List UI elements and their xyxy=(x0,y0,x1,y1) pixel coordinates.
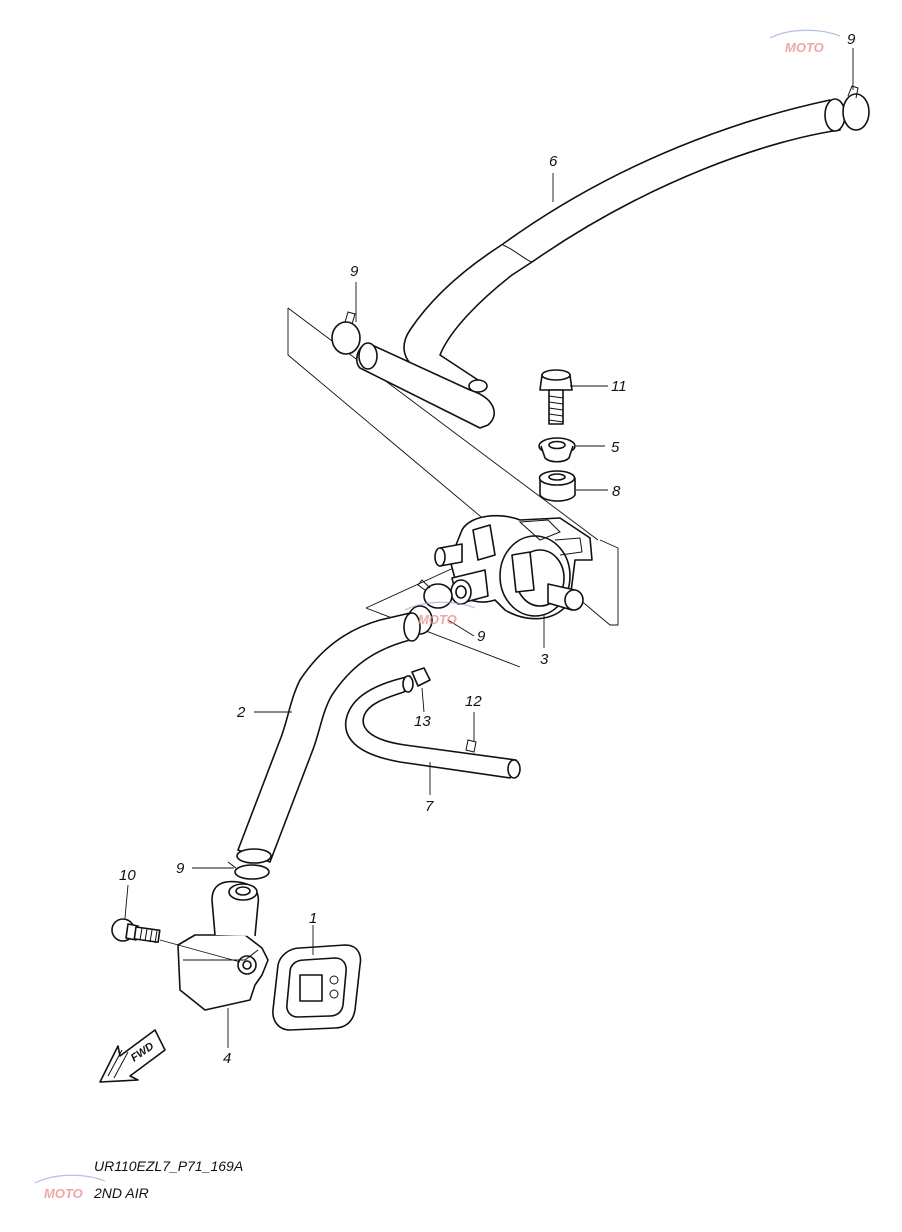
gasket-1 xyxy=(272,944,362,1031)
clamp-9-mid xyxy=(331,311,361,355)
callout-9: 9 xyxy=(176,860,185,877)
collar-5 xyxy=(538,437,576,463)
watermark-top: MOTO xyxy=(769,29,841,55)
clip-12 xyxy=(465,739,477,753)
figure-title: 2ND AIR xyxy=(93,1185,149,1201)
callout-9: 9 xyxy=(350,263,359,280)
watermark-text: MOTO xyxy=(44,1186,83,1201)
callout-8: 8 xyxy=(612,483,621,500)
fwd-arrow-icon: FWD xyxy=(99,1029,166,1083)
bolt-11 xyxy=(539,369,573,425)
hose-6-end xyxy=(824,98,846,132)
hose-6 xyxy=(356,98,846,429)
watermark-text: MOTO xyxy=(418,612,457,627)
hose-2 xyxy=(236,612,421,864)
leader-lines xyxy=(124,48,854,1048)
watermark-text: MOTO xyxy=(785,40,824,55)
hose-7 xyxy=(344,675,521,779)
callout-13: 13 xyxy=(414,713,431,730)
callout-3: 3 xyxy=(540,651,549,668)
callout-7: 7 xyxy=(425,798,434,815)
clamp-9-top xyxy=(842,85,870,131)
callout-6: 6 xyxy=(549,153,558,170)
watermark-middle: MOTO xyxy=(404,601,476,627)
callout-10: 10 xyxy=(119,867,136,884)
bolt-10 xyxy=(111,918,161,944)
callout-9: 9 xyxy=(477,628,486,645)
callout-1: 1 xyxy=(309,910,317,927)
callout-9: 9 xyxy=(847,31,856,48)
figure-caption: UR110EZL7_P71_169A 2ND AIR xyxy=(93,1158,243,1201)
callout-5: 5 xyxy=(611,439,620,456)
callout-11: 11 xyxy=(611,378,627,395)
clip-13 xyxy=(411,667,431,687)
watermark-bottom: MOTO xyxy=(34,1174,106,1201)
callout-4: 4 xyxy=(223,1050,231,1067)
clamp-9-lower xyxy=(227,861,270,880)
callout-labels: 9 6 9 11 5 8 9 3 2 12 13 7 9 10 1 4 xyxy=(119,31,856,1067)
grommet-8 xyxy=(538,470,576,502)
upper-reference-plane xyxy=(287,308,619,626)
valve-3 xyxy=(434,514,593,620)
cover-4 xyxy=(177,880,269,1011)
figure-code: UR110EZL7_P71_169A xyxy=(94,1158,243,1174)
callout-12: 12 xyxy=(465,693,482,710)
callout-2: 2 xyxy=(236,704,246,721)
